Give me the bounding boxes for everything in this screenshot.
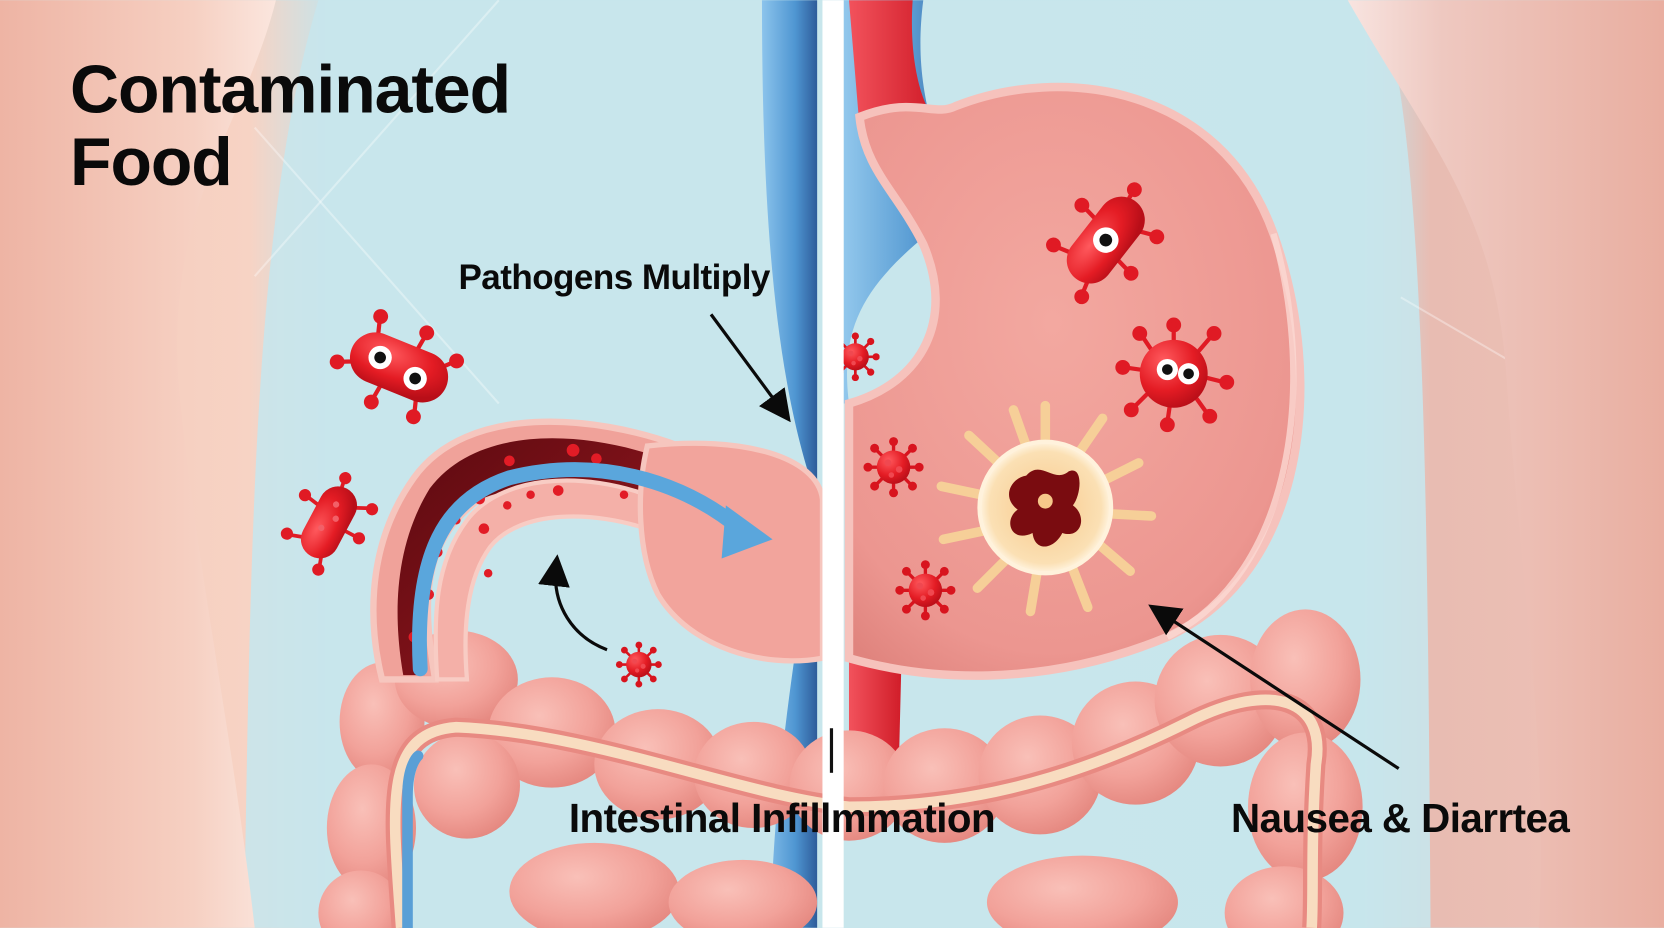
flow-arrow-head — [721, 505, 773, 559]
divider-line — [822, 0, 844, 928]
vein-strand — [402, 750, 424, 928]
divider-tick — [829, 728, 834, 773]
artery-vessel — [848, 0, 934, 128]
pointer-arrow-icon — [1148, 604, 1400, 770]
immune-cell-icon — [936, 400, 1157, 617]
bacteria-icon — [1046, 182, 1165, 305]
title-line-1: Contaminated — [70, 53, 510, 128]
colon — [318, 609, 1363, 928]
bacteria-icon — [280, 472, 379, 576]
pointer-arrow-icon — [538, 554, 608, 652]
nerve-strand — [389, 694, 1323, 928]
pointer-arrow-icon — [709, 313, 791, 423]
bacteria-icon — [329, 309, 465, 425]
label-nausea-diarrhea: Nausea & Diarrtea — [1231, 795, 1570, 841]
vein-vessel — [761, 0, 818, 928]
virus-with-eyes-icon — [1115, 317, 1235, 433]
left-arm — [0, 0, 276, 928]
right-arm — [1347, 0, 1664, 928]
virus-icon — [861, 435, 926, 499]
virus-icon — [893, 558, 958, 623]
virus-icon — [614, 640, 664, 689]
flow-arrow-icon — [412, 462, 751, 677]
label-intestinal-inflammation: Intestinal Infillmmation — [569, 795, 995, 841]
title-line-2: Food — [70, 125, 232, 200]
label-pathogens-multiply: Pathogens Multiply — [458, 258, 770, 297]
